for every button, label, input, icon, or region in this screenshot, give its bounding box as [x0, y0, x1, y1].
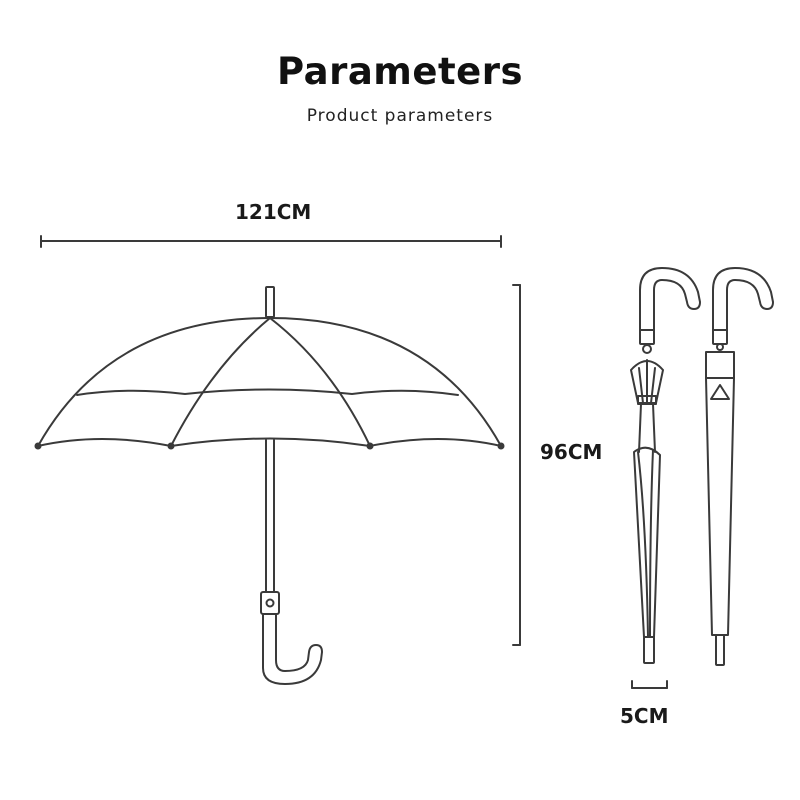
- canopy-seam: [76, 388, 459, 396]
- height-dimension-line: [512, 284, 521, 646]
- closed-umbrella-folded: [630, 267, 701, 664]
- diameter-label: 5CM: [620, 704, 669, 728]
- page-title: Parameters: [276, 50, 523, 93]
- hook-handle: [262, 613, 323, 685]
- width-dimension-line: [40, 235, 502, 248]
- width-label: 121CM: [235, 200, 312, 224]
- canopy-rib: [170, 317, 271, 447]
- diameter-dimension-line: [631, 680, 668, 689]
- canopy-outline: [37, 317, 502, 447]
- canopy-hem: [37, 437, 502, 447]
- canopy-rib: [269, 317, 371, 447]
- page-subtitle: Product parameters: [306, 106, 494, 126]
- height-label: 96CM: [540, 440, 603, 464]
- open-umbrella: [34, 286, 505, 685]
- closed-umbrella-sleeve: [705, 267, 774, 666]
